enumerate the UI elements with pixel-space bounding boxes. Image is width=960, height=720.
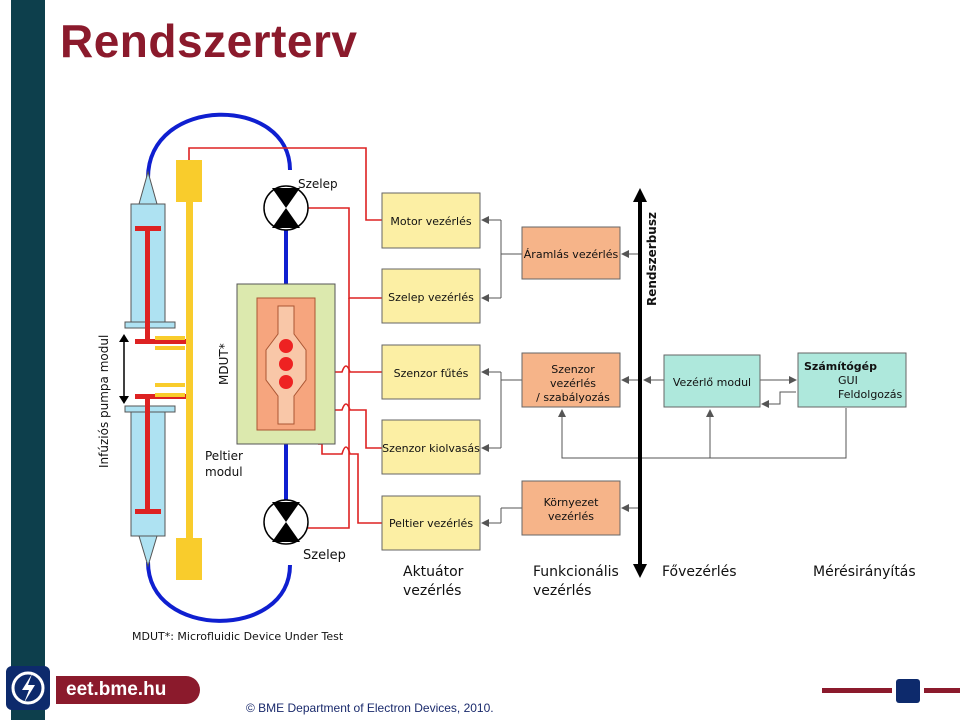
rail-clamp-4 [155,393,185,397]
wire-valve-bottom [308,298,350,529]
box-valve [381,268,481,324]
col-actuator-1: Aktuátor [403,564,464,580]
box-env [521,480,621,536]
box-sensor [521,352,621,408]
box-heater [381,344,481,400]
wire-readout [310,403,382,449]
mdut-label: MDUT* [217,343,231,385]
box-sensor-label-2: vezérlés [550,377,596,390]
col-actuator-2: vezérlés [403,583,461,599]
box-controller-label: Vezérlő modul [673,376,751,389]
sensor-dot-1 [279,339,293,353]
wire-valve [308,207,382,299]
footer-line-left [822,688,892,693]
syringe-tip-top [138,170,158,205]
plunger-top-rod [145,228,150,344]
valve-top [263,185,309,231]
col-measure: Mérésirányítás [813,564,916,580]
col-functional-1: Funkcionális [533,564,619,580]
box-flow [521,226,621,280]
sidebar-bar [11,0,45,720]
box-heater-label: Szenzor fűtés [394,367,469,380]
sensor-dot-3 [279,375,293,389]
wire-motor [188,147,382,221]
tubing [146,112,292,623]
box-flow-label: Áramlás vezérlés [524,248,619,261]
sensor-dot-2 [279,357,293,371]
valve-bottom [263,499,309,545]
wire-peltier [318,443,382,524]
box-computer-line2: GUI [838,374,858,387]
plunger-bottom-head [135,509,161,514]
pump-label: Infúziós pumpa modul [97,335,111,468]
rail-clamp-2 [155,346,185,350]
footer-url[interactable]: eet.bme.hu [66,679,167,700]
col-main: Fővezérlés [662,564,737,580]
box-computer-line3: Feldolgozás [838,388,903,401]
plunger-bottom-rod [145,396,150,512]
footnote: MDUT*: Microfluidic Device Under Test [132,630,344,643]
box-env-label-2: vezérlés [548,510,594,523]
box-peltier-label: Peltier vezérlés [389,517,473,530]
box-env-label-1: Környezet [544,496,600,509]
box-computer-title: Számítógép [804,360,877,373]
box-motor-label: Motor vezérlés [390,215,471,228]
function-boxes: Áramlás vezérlés Szenzor vezérlés / szab… [521,226,621,536]
rail-clamp-1 [155,336,185,340]
box-peltier [381,495,481,551]
box-motor [381,192,481,249]
plunger-top-foot [135,339,187,344]
tube-bottom [146,561,292,623]
actuator-boxes: Motor vezérlés Szelep vezérlés Szenzor f… [381,192,481,551]
bus-label: Rendszerbusz [645,212,659,306]
col-functional-2: vezérlés [533,583,591,599]
box-valve-label: Szelep vezérlés [388,291,474,304]
wire-heater [310,365,382,373]
footer-square [896,679,920,703]
bme-logo-icon [6,666,50,710]
box-controller [663,354,761,408]
slide-title: Rendszerterv [60,15,358,67]
rail-block-top [176,160,202,202]
valve-bottom-label: Szelep [303,548,346,563]
rail-rod [186,200,193,540]
bus-arrows [558,250,847,512]
box-readout [381,419,481,475]
peltier-label-2: modul [205,465,243,479]
functional-arrows [481,216,522,527]
rail-block-bottom [176,538,202,580]
footer-url-pill [56,676,200,704]
copyright-text: © BME Department of Electron Devices, 20… [246,701,494,715]
rail-clamp-3 [155,383,185,387]
box-sensor-label-1: Szenzor [551,363,595,376]
footer-line-right [924,688,960,693]
box-sensor-label-3: / szabályozás [536,391,610,404]
box-readout-label: Szenzor kiolvasás [382,442,480,455]
control-wires [188,147,382,529]
peltier-label-1: Peltier [205,449,243,463]
valve-top-label: Szelep [298,177,338,191]
tube-top [146,112,292,179]
syringe-tip-bottom [138,535,158,568]
box-computer [797,352,907,408]
syringe-pump [119,160,202,580]
